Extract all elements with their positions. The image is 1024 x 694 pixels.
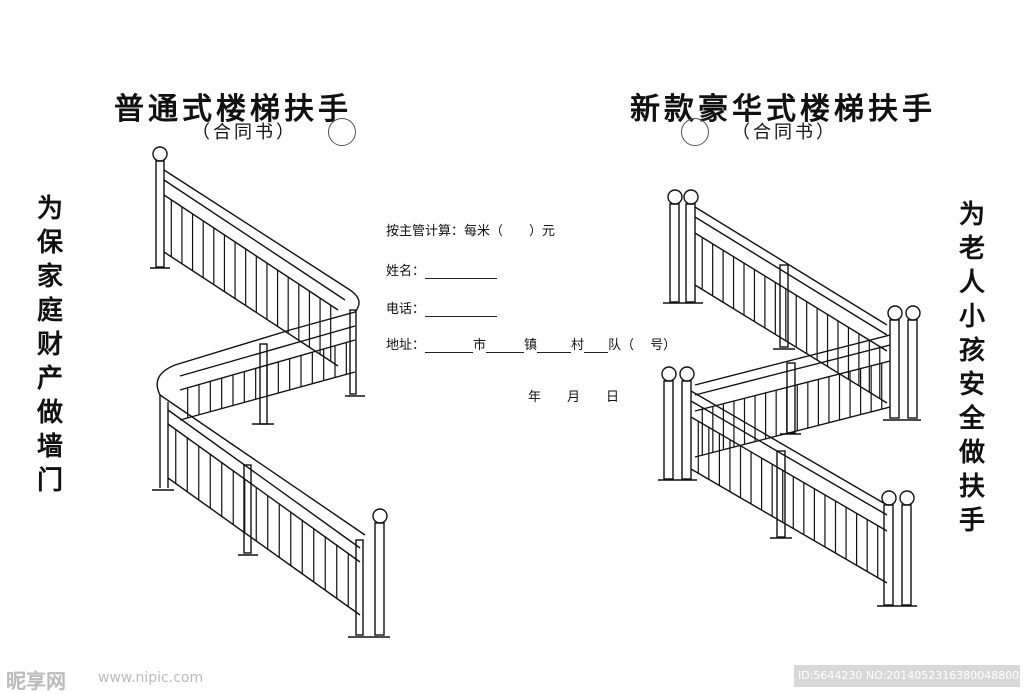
luxury-railing-drawing bbox=[658, 189, 921, 607]
phone-row: 电话： bbox=[386, 298, 498, 317]
slogan-char: 庭 bbox=[36, 296, 63, 326]
number-label: 号） bbox=[650, 338, 677, 353]
slogan-char: 做 bbox=[958, 438, 985, 468]
right-vertical-slogan: 为老人小孩安全做扶手 bbox=[954, 198, 990, 538]
name-label: 姓名： bbox=[386, 264, 426, 279]
slogan-char: 安 bbox=[958, 370, 985, 400]
town-field[interactable] bbox=[486, 338, 525, 353]
watermark-id: ID:5644230 NO:20140523163800488000 bbox=[794, 665, 1020, 687]
slogan-char: 老 bbox=[958, 234, 985, 264]
city-label: 市 bbox=[473, 338, 487, 353]
slogan-char: 墙 bbox=[36, 432, 63, 462]
name-field[interactable] bbox=[425, 264, 498, 279]
slogan-char: 为 bbox=[36, 194, 63, 224]
left-circle-mark bbox=[328, 118, 356, 146]
village-field[interactable] bbox=[537, 338, 572, 353]
address-row: 地址： 市 镇 村 队（ 号） bbox=[386, 334, 676, 353]
slogan-char: 人 bbox=[958, 268, 985, 298]
slogan-char: 孩 bbox=[958, 336, 985, 366]
watermark-logo: 昵享网 bbox=[6, 669, 66, 693]
left-title: 普通式楼梯扶手 bbox=[114, 92, 352, 127]
right-subtitle: （合同书） bbox=[732, 122, 837, 143]
team-label: 队（ bbox=[608, 338, 635, 353]
slogan-char: 全 bbox=[958, 404, 985, 434]
team-field[interactable] bbox=[584, 338, 609, 353]
city-field[interactable] bbox=[425, 338, 474, 353]
pricing-line: 按主管计算：每米（ ）元 bbox=[386, 224, 556, 239]
watermark-footer: 昵享网 www.nipic.com ID:5644230 NO:20140523… bbox=[0, 661, 1024, 693]
slogan-char: 做 bbox=[36, 398, 63, 428]
left-vertical-slogan: 为保家庭财产做墙门 bbox=[32, 192, 68, 498]
right-circle-mark bbox=[681, 118, 709, 146]
town-label: 镇 bbox=[524, 338, 538, 353]
slogan-char: 门 bbox=[36, 466, 63, 496]
slogan-char: 财 bbox=[36, 330, 63, 360]
right-title: 新款豪华式楼梯扶手 bbox=[630, 92, 936, 127]
slogan-char: 小 bbox=[958, 302, 985, 332]
phone-label: 电话： bbox=[386, 302, 426, 317]
address-label: 地址： bbox=[386, 338, 426, 353]
slogan-char: 家 bbox=[36, 262, 63, 292]
slogan-char: 扶 bbox=[958, 472, 985, 502]
phone-field[interactable] bbox=[425, 302, 498, 317]
name-row: 姓名： bbox=[386, 260, 498, 279]
slogan-char: 产 bbox=[36, 364, 63, 394]
slogan-char: 保 bbox=[36, 228, 63, 258]
date-line: 年 月 日 bbox=[528, 390, 620, 405]
left-subtitle: （合同书） bbox=[192, 122, 297, 143]
watermark-site: www.nipic.com bbox=[98, 670, 204, 686]
standard-railing-drawing bbox=[150, 146, 390, 638]
village-label: 村 bbox=[571, 338, 585, 353]
slogan-char: 手 bbox=[958, 506, 985, 536]
slogan-char: 为 bbox=[958, 200, 985, 230]
